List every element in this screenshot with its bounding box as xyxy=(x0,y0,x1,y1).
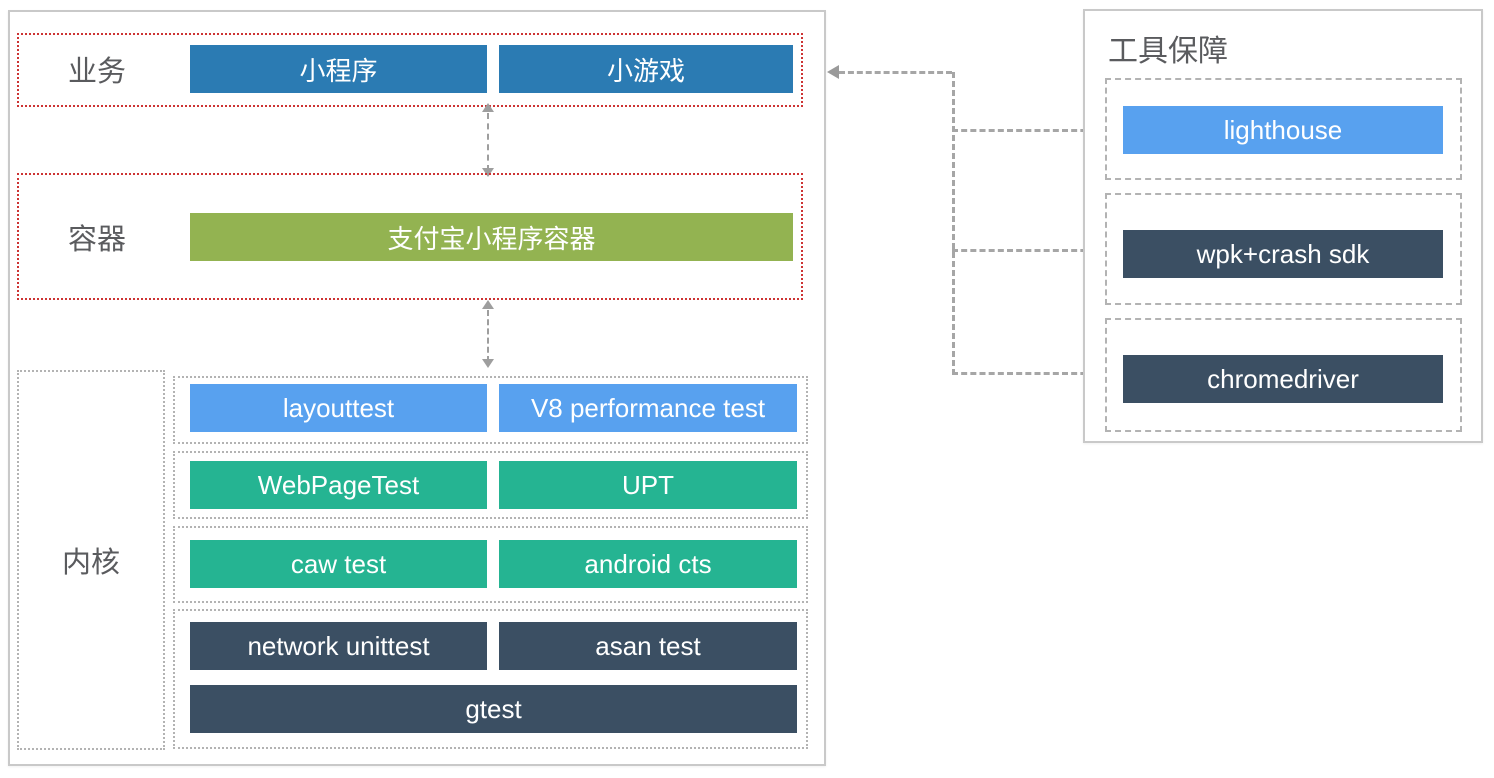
bar-layouttest: layouttest xyxy=(190,384,487,432)
container-section-box xyxy=(17,173,803,300)
container-section-label: 容器 xyxy=(67,224,126,256)
bar-v8-performance-test: V8 performance test xyxy=(499,384,797,432)
bar-asan-test: asan test xyxy=(499,622,797,670)
bar-lighthouse: lighthouse xyxy=(1123,106,1443,154)
bar-mini-program: 小程序 xyxy=(190,45,487,93)
kernel-row2-box xyxy=(173,451,808,519)
bar-network-unittest: network unittest xyxy=(190,622,487,670)
business-section-box xyxy=(17,33,803,107)
bar-webpagetest: WebPageTest xyxy=(190,461,487,509)
bar-alipay-miniprogram-container: 支付宝小程序容器 xyxy=(190,213,793,261)
tools-item-box-wpk xyxy=(1105,193,1462,305)
bar-gtest: gtest xyxy=(190,685,797,733)
connector-branch-chromedriver xyxy=(952,372,1123,375)
kernel-section-label: 内核 xyxy=(61,547,120,579)
kernel-row3-box xyxy=(173,526,808,603)
arrow-left-icon xyxy=(827,65,839,79)
tools-item-box-chromedriver xyxy=(1105,318,1462,432)
arrow-up-icon xyxy=(482,103,494,112)
kernel-label-box xyxy=(17,370,165,750)
bar-wpk-crash-sdk: wpk+crash sdk xyxy=(1123,230,1443,278)
connector-branch-lighthouse xyxy=(952,129,1123,132)
bar-chromedriver: chromedriver xyxy=(1123,355,1443,403)
bar-caw-test: caw test xyxy=(190,540,487,588)
bar-upt: UPT xyxy=(499,461,797,509)
arrow-down-icon xyxy=(482,359,494,368)
kernel-row1-box xyxy=(173,376,808,444)
connector-branch-wpk xyxy=(952,249,1123,252)
tools-item-box-lighthouse xyxy=(1105,78,1462,180)
bar-mini-game: 小游戏 xyxy=(499,45,793,93)
kernel-row4-box xyxy=(173,609,808,749)
bar-android-cts: android cts xyxy=(499,540,797,588)
business-section-label: 业务 xyxy=(67,56,126,88)
arrow-down-icon xyxy=(482,168,494,177)
tools-panel-title: 工具保障 xyxy=(1108,35,1228,68)
arrow-up-icon xyxy=(482,300,494,309)
connector-trunk-line xyxy=(952,72,955,375)
